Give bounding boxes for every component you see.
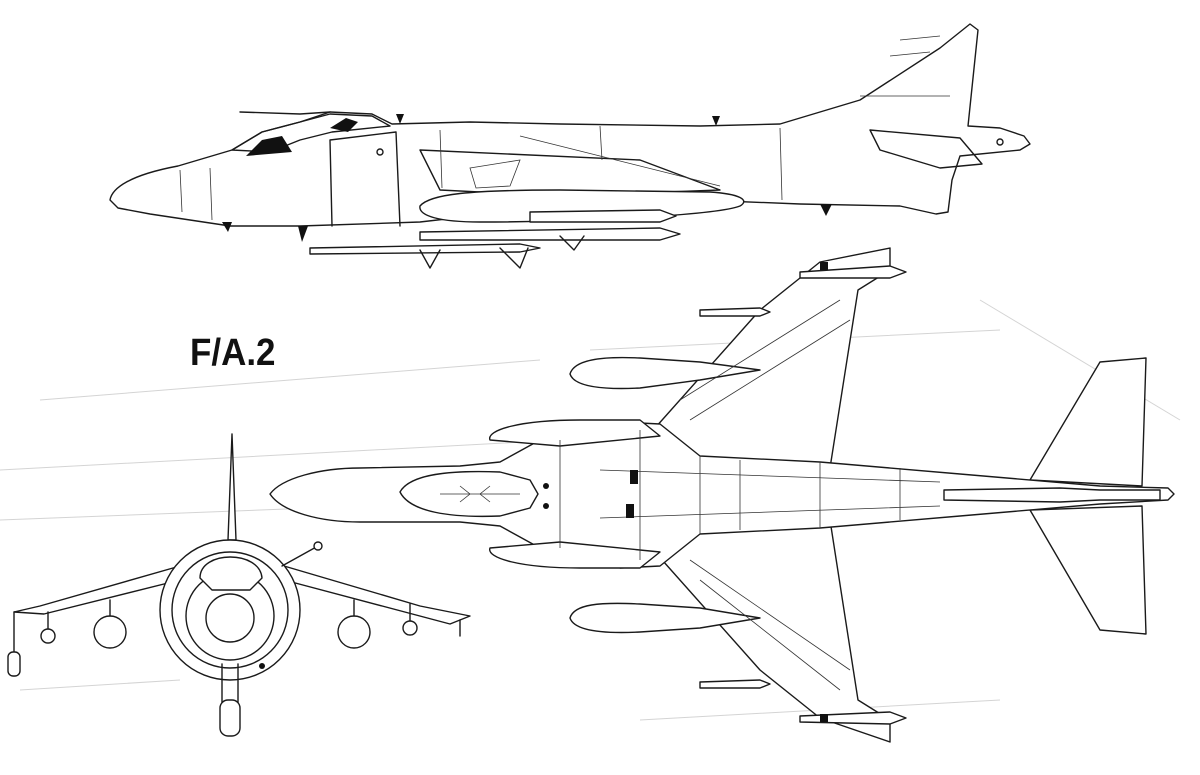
- front-tank-right: [337, 615, 371, 649]
- planform-tailplane-lower: [1029, 505, 1147, 635]
- planform-wingtip-pod-upper: [799, 265, 907, 279]
- planform-tailplane-upper: [1029, 357, 1147, 487]
- variant-label: F/A.2: [190, 332, 276, 374]
- front-fin: [227, 433, 237, 541]
- front-view: [7, 433, 471, 737]
- side-missile-1: [309, 243, 541, 255]
- side-refuel-probe: [239, 111, 331, 115]
- planform-intake-lower: [489, 541, 661, 569]
- planform-intake-upper: [489, 419, 661, 447]
- planform-fuselage: [269, 421, 1175, 569]
- front-main-gear: [221, 663, 239, 707]
- side-missile-2: [419, 227, 681, 241]
- planform-wing-upper: [654, 247, 891, 471]
- side-intake: [329, 131, 401, 227]
- planform-tail-boom: [943, 487, 1161, 503]
- side-tailplane: [869, 129, 983, 169]
- side-profile-view: [109, 23, 1031, 269]
- side-missile-3: [529, 209, 677, 223]
- front-tank-left: [93, 615, 127, 649]
- planform-wing-lower: [654, 517, 891, 743]
- side-windscreen: [246, 136, 292, 156]
- front-wing-left: [13, 565, 181, 615]
- front-wing-right: [283, 565, 471, 625]
- top-planform-view: [269, 247, 1175, 743]
- front-cockpit: [199, 556, 263, 591]
- planform-tank-upper: [569, 356, 761, 390]
- planform-tank-lower: [569, 602, 761, 634]
